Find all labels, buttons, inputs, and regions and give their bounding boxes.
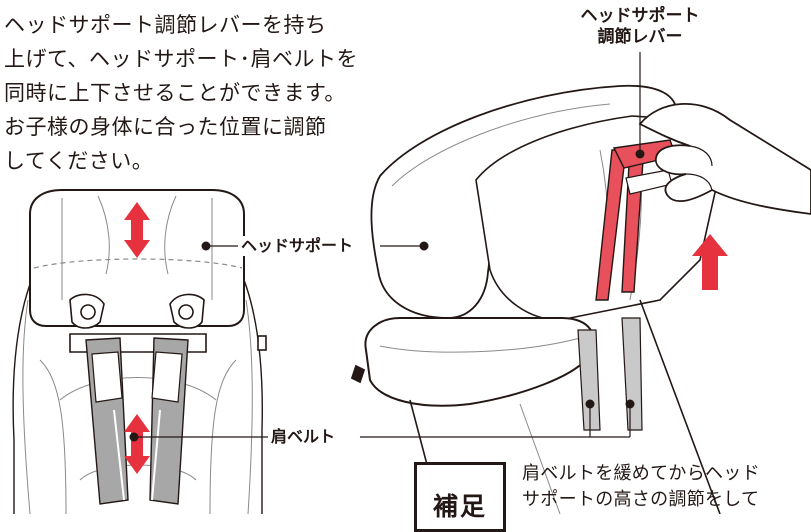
instruction-line: ヘッドサポート調節レバーを持ち: [4, 13, 327, 37]
instruction-line: お子様の身体に合った位置に調節: [4, 115, 327, 139]
headrest-label: ヘッドサポート: [238, 236, 357, 256]
lever-label-line: 調節レバー: [597, 27, 683, 47]
shoulder-belt-label: 肩ベルト: [268, 427, 339, 447]
headrest-updown-arrow: [124, 202, 150, 258]
instruction-line: 同時に上下させることができます。: [4, 81, 346, 105]
leader-lines: [129, 52, 645, 442]
belt-updown-arrow: [124, 414, 150, 474]
note-tag: 補足: [432, 492, 487, 521]
note-line: サポートの高さの調節をして: [522, 489, 760, 510]
instruction-line: 上げて、ヘッドサポート･肩ベルトを: [4, 47, 358, 71]
lever-label: ヘッドサポート 調節レバー: [560, 6, 720, 48]
lever-label-line: ヘッドサポート: [580, 6, 700, 26]
note-tag-box: 補足: [414, 462, 506, 532]
instruction-text: ヘッドサポート調節レバーを持ち 上げて、ヘッドサポート･肩ベルトを 同時に上下さ…: [4, 8, 384, 178]
hand: [638, 102, 811, 215]
diagram-canvas: ヘッドサポート調節レバーを持ち 上げて、ヘッドサポート･肩ベルトを 同時に上下さ…: [4, 6, 811, 532]
instruction-line: してください。: [4, 149, 154, 173]
note-line: 肩ベルトを緩めてからヘッド: [522, 463, 760, 484]
side-view-seat: [350, 84, 811, 514]
seat-cushion: [364, 317, 595, 407]
lever-up-arrow: [692, 234, 728, 290]
diagram-illustration: [12, 52, 811, 514]
note-text: 肩ベルトを緩めてからヘッド サポートの高さの調節をして: [522, 461, 760, 513]
